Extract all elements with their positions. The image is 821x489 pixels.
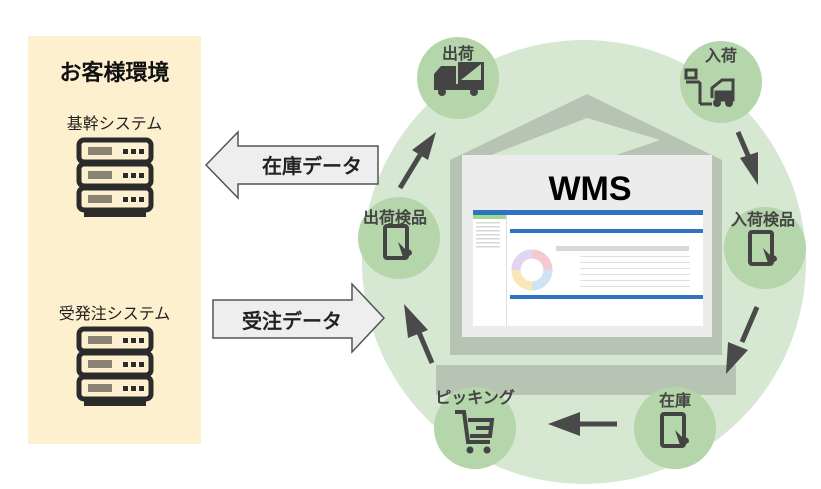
tablet-icon [383, 224, 412, 260]
wms-app-screenshot [473, 210, 703, 326]
node-receiving-inspection-label: 入荷検品 [730, 210, 795, 229]
node-stock-label: 在庫 [658, 391, 691, 410]
arrow-inspect-to-ship [397, 132, 436, 190]
wms-title: WMS [548, 170, 632, 208]
node-shipping-label: 出荷 [441, 44, 474, 63]
node-picking-label: ピッキング [435, 388, 515, 407]
order-system-label: 受発注システム [58, 304, 171, 323]
node-receiving-label: 入荷 [704, 46, 737, 65]
node-shipping-inspection-label: 出荷検品 [362, 208, 427, 227]
stock-data-label: 在庫データ [262, 154, 362, 178]
server-icon [76, 326, 154, 406]
truck-icon [434, 62, 484, 96]
node-picking [434, 387, 516, 469]
server-icon [76, 137, 154, 217]
tablet-icon [748, 230, 777, 266]
forklift-icon [684, 68, 735, 107]
arrow-receive-to-inspect [735, 131, 758, 185]
stock-data-arrow [204, 130, 379, 200]
cycle-arrows [397, 131, 760, 436]
donut-chart-thumbnail [511, 249, 553, 291]
core-system-label: 基幹システム [66, 114, 163, 133]
order-data-label: 受注データ [242, 309, 342, 333]
node-shipping-inspection [358, 197, 440, 279]
cart-icon [455, 410, 495, 454]
arrow-stock-to-picking [548, 412, 617, 436]
arrow-picking-to-inspect [404, 304, 435, 364]
node-receiving-inspection [724, 207, 806, 289]
order-data-arrow [212, 282, 386, 354]
tablet-icon [660, 412, 689, 448]
node-stock [634, 387, 716, 469]
customer-environment-title: お客様環境 [59, 61, 170, 86]
arrow-inspect-to-stock [726, 306, 760, 374]
